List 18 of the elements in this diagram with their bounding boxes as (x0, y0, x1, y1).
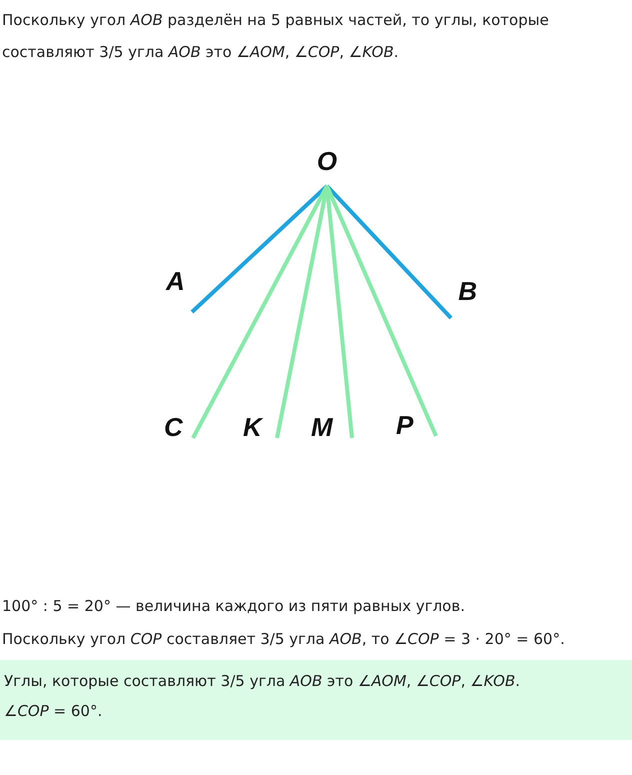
ray-line (191, 185, 329, 439)
point-label: A (166, 268, 193, 313)
ray-line (326, 184, 452, 320)
explanation-text: Поскольку угол COP составляет 3/5 угла AOB, то ∠COP = 3 · 20° = 60°. (2, 629, 566, 650)
answer-text: ∠COP = 60°. (4, 701, 104, 722)
answer-panel (0, 660, 632, 740)
point-label: P (396, 412, 436, 438)
ray-line (325, 185, 438, 437)
ray-line (325, 186, 354, 438)
explanation-text: Поскольку угол AOB разделён на 5 равных частей, то углы, которые составляют 3/5 угла AOB это ∠AOM, ∠COP, ∠KOB. (2, 10, 550, 63)
point-label: B (451, 278, 477, 318)
explanation-text: 100° : 5 = 20° — величина каждого из пяти равных углов. (2, 596, 466, 617)
point-label: K (243, 414, 277, 440)
ray-line (190, 184, 328, 314)
answer-text: Углы, которые составляют 3/5 угла AOB это ∠AOM, ∠COP, ∠KOB. (4, 671, 522, 692)
point-label: M (311, 414, 352, 440)
point-label: C (164, 414, 193, 440)
point-label: O (316, 148, 338, 186)
